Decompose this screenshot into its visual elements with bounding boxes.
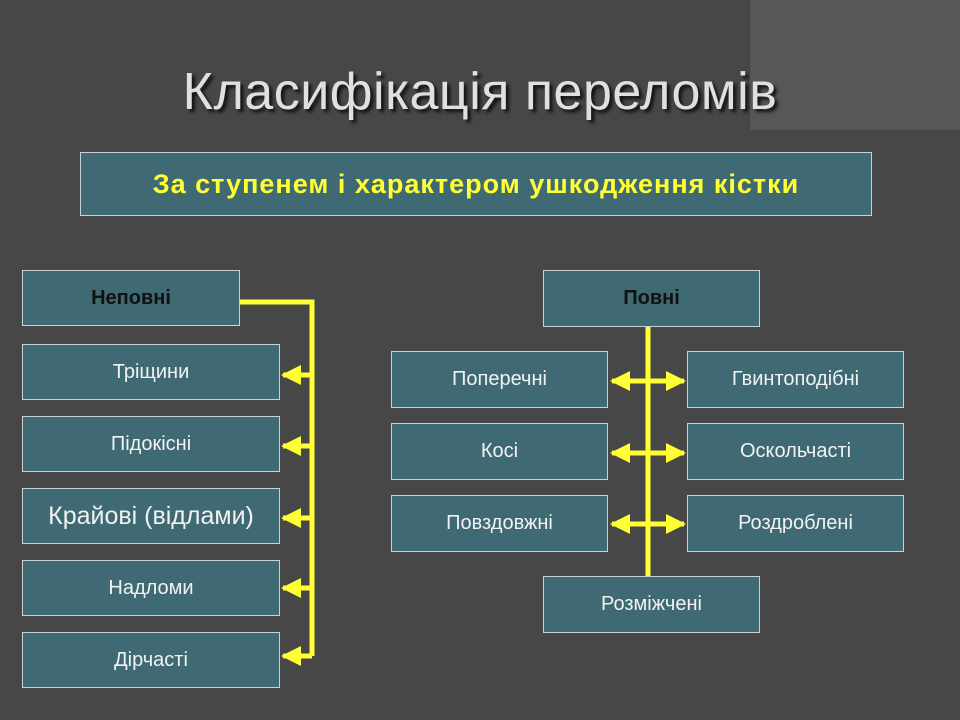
incomplete-item-box: Дірчасті [22, 632, 280, 688]
complete-left-item-box: Поперечні [391, 351, 608, 408]
incomplete-header-box: Неповні [22, 270, 240, 326]
incomplete-item-box: Тріщини [22, 344, 280, 400]
slide-background-accent [750, 0, 960, 130]
incomplete-item-box: Крайові (відлами) [22, 488, 280, 544]
complete-left-item-box: Косі [391, 423, 608, 480]
classification-criterion-text: За ступенем і характером ушкодження кіст… [152, 168, 800, 199]
complete-right-item-box: Роздроблені [687, 495, 904, 552]
complete-left-item-label: Косі [480, 440, 519, 462]
incomplete-item-label: Дірчасті [114, 648, 188, 671]
complete-bottom-item-box: Розміжчені [543, 576, 760, 633]
complete-right-item-box: Гвинтоподібні [687, 351, 904, 408]
classification-criterion-box: За ступенем і характером ушкодження кіст… [80, 152, 872, 216]
complete-bottom-item-label: Розміжчені [601, 593, 702, 615]
complete-header-label: Повні [623, 287, 680, 309]
incomplete-bracket-line [240, 299, 315, 656]
complete-right-item-label: Гвинтоподібні [731, 368, 860, 390]
incomplete-item-label: Тріщини [112, 360, 190, 383]
incomplete-header-label: Неповні [91, 286, 171, 309]
complete-right-item-label: Роздроблені [738, 512, 853, 534]
incomplete-item-label: Крайові (відлами) [48, 501, 254, 530]
complete-header-box: Повні [543, 270, 760, 327]
incomplete-item-label: Надломи [108, 576, 194, 599]
complete-right-item-label: Оскольчасті [739, 440, 852, 462]
complete-left-item-label: Поперечні [452, 368, 547, 390]
complete-left-item-label: Повздовжні [446, 512, 553, 534]
incomplete-item-box: Підокісні [22, 416, 280, 472]
incomplete-item-box: Надломи [22, 560, 280, 616]
complete-left-item-box: Повздовжні [391, 495, 608, 552]
slide-title: Класифікація переломів [182, 63, 778, 121]
complete-right-item-box: Оскольчасті [687, 423, 904, 480]
incomplete-item-label: Підокісні [110, 432, 192, 455]
